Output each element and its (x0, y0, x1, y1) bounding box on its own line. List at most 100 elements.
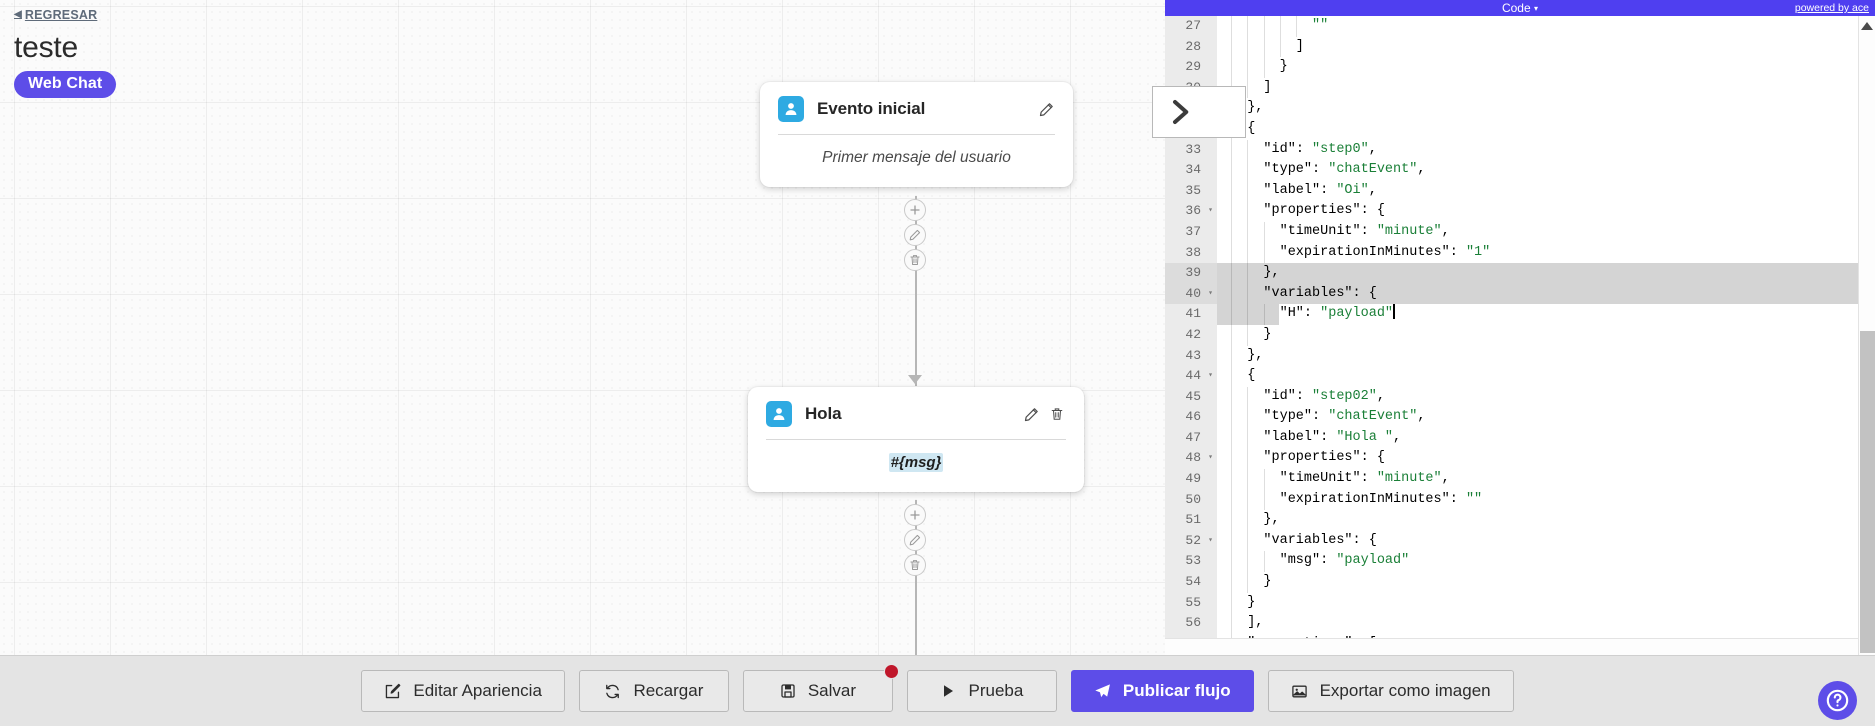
send-icon (1094, 683, 1111, 700)
code-line[interactable]: 43 }, (1165, 345, 1875, 367)
code-vertical-scrollbar[interactable] (1858, 16, 1875, 655)
code-line[interactable]: 38 "expirationInMinutes": "1" (1165, 242, 1875, 264)
code-line[interactable]: 41 "H": "payload" (1165, 304, 1875, 325)
indent-guide (1247, 551, 1249, 573)
code-line[interactable]: 49 "timeUnit": "minute", (1165, 469, 1875, 490)
trash-icon[interactable] (1046, 403, 1068, 425)
code-line[interactable]: 56 ], (1165, 613, 1875, 634)
fold-toggle-icon[interactable]: ▾ (1208, 288, 1213, 298)
code-line-text: "expirationInMinutes": "1" (1217, 242, 1875, 264)
flow-canvas[interactable]: ◀ REGRESAR teste Web Chat Evento inicial (0, 0, 1165, 655)
indent-guide (1231, 510, 1232, 531)
pencil-circle-icon[interactable] (904, 224, 926, 246)
code-line[interactable]: 39 }, (1165, 263, 1875, 284)
code-line[interactable]: 42 } (1165, 324, 1875, 346)
plus-circle-icon[interactable] (904, 504, 926, 526)
code-line[interactable]: 30 ] (1165, 77, 1875, 99)
code-mode-selector[interactable]: Code ▾ (1165, 0, 1875, 16)
code-line[interactable]: 29 } (1165, 57, 1875, 78)
code-line[interactable]: 48▾ "properties": { (1165, 448, 1875, 470)
code-mode-label: Code (1501, 0, 1531, 15)
flow-node-hola[interactable]: Hola #{msg} (748, 387, 1084, 492)
code-line-number: 41 (1165, 304, 1217, 325)
code-line[interactable]: 46 "type": "chatEvent", (1165, 407, 1875, 428)
code-line[interactable]: 51 }, (1165, 510, 1875, 531)
code-line[interactable]: 45 "id": "step02", (1165, 386, 1875, 408)
plus-circle-icon[interactable] (904, 199, 926, 221)
code-fold-widget[interactable] (1152, 86, 1246, 138)
pencil-circle-icon[interactable] (904, 529, 926, 551)
pencil-icon[interactable] (1035, 98, 1057, 120)
node-title: Evento inicial (817, 99, 926, 118)
code-line-text: "msg": "payload" (1217, 551, 1875, 573)
code-line[interactable]: 50 "expirationInMinutes": "" (1165, 489, 1875, 511)
code-line-text: }, (1217, 98, 1875, 119)
connector-arrow (908, 375, 922, 384)
triangle-up-icon[interactable] (1861, 22, 1873, 30)
back-link[interactable]: ◀ REGRESAR (14, 6, 97, 24)
flow-node-evento-inicial[interactable]: Evento inicial Primer mensaje del usuari… (760, 82, 1073, 187)
code-line-number: 44▾ (1165, 366, 1217, 387)
indent-guide (1231, 427, 1232, 449)
code-line-text: "label": "Hola ", (1217, 427, 1875, 449)
test-button[interactable]: Prueba (906, 670, 1057, 712)
indent-guide (1263, 551, 1265, 573)
code-line-number: 36▾ (1165, 201, 1217, 222)
node-divider (766, 439, 1066, 440)
save-button[interactable]: Salvar (742, 664, 899, 712)
export-image-button[interactable]: Exportar como imagen (1267, 670, 1514, 712)
indent-guide (1231, 180, 1232, 202)
pencil-icon[interactable] (1020, 403, 1042, 425)
indent-guide (1231, 386, 1232, 408)
reload-button[interactable]: Recargar (578, 670, 729, 712)
indent-guide (1263, 242, 1265, 264)
code-editor-panel[interactable]: Code ▾ powered by ace 27 ""28 ]29 }30 ]3… (1165, 0, 1875, 655)
indent-guide (1263, 16, 1265, 37)
fold-toggle-icon[interactable]: ▾ (1208, 453, 1213, 463)
code-line[interactable]: 40▾ "variables": { (1165, 283, 1875, 305)
publish-flow-button[interactable]: Publicar flujo (1070, 670, 1254, 712)
code-line[interactable]: 35 "label": "Oi", (1165, 180, 1875, 202)
code-line-number: 38 (1165, 242, 1217, 264)
code-line[interactable]: 28 ] (1165, 36, 1875, 58)
fold-toggle-icon[interactable]: ▾ (1208, 535, 1213, 545)
code-line[interactable]: 53 "msg": "payload" (1165, 551, 1875, 573)
code-line[interactable]: 54 } (1165, 572, 1875, 593)
code-line-text: { (1217, 366, 1875, 387)
code-line-number: 43 (1165, 345, 1217, 367)
indent-guide (1247, 263, 1249, 284)
trash-circle-icon[interactable] (904, 249, 926, 271)
code-line[interactable]: 55 } (1165, 592, 1875, 614)
indent-guide (1231, 283, 1232, 305)
code-line[interactable]: 52▾ "variables": { (1165, 530, 1875, 552)
code-line[interactable]: 34 "type": "chatEvent", (1165, 160, 1875, 181)
ace-credit-link[interactable]: powered by ace (1794, 2, 1869, 14)
fold-toggle-icon[interactable]: ▾ (1208, 371, 1213, 381)
indent-guide (1247, 572, 1249, 593)
trash-circle-icon[interactable] (904, 554, 926, 576)
chevron-right-icon (1173, 100, 1189, 124)
code-line[interactable]: 27 "" (1165, 16, 1875, 37)
code-editor-content[interactable]: 27 ""28 ]29 }30 ]31 },32▾ {33 "id": "ste… (1165, 16, 1875, 655)
fold-toggle-icon[interactable]: ▾ (1208, 206, 1213, 216)
image-icon (1291, 683, 1308, 700)
indent-guide (1231, 613, 1232, 634)
code-line[interactable]: 47 "label": "Hola ", (1165, 427, 1875, 449)
code-line[interactable]: 33 "id": "step0", (1165, 139, 1875, 161)
edit-appearance-button[interactable]: Editar Apariencia (361, 670, 565, 712)
indent-guide (1247, 283, 1249, 305)
help-button[interactable] (1818, 681, 1857, 720)
scrollbar-thumb[interactable] (1860, 331, 1875, 653)
code-line[interactable]: 31 }, (1165, 98, 1875, 119)
code-line[interactable]: 32▾ { (1165, 118, 1875, 140)
code-line[interactable]: 36▾ "properties": { (1165, 201, 1875, 222)
code-line[interactable]: 37 "timeUnit": "minute", (1165, 221, 1875, 243)
indent-guide (1231, 592, 1232, 614)
indent-guide (1231, 160, 1232, 181)
indent-guide (1279, 36, 1281, 58)
code-line-number: 35 (1165, 180, 1217, 202)
node-body: Primer mensaje del usuario (822, 149, 1011, 166)
code-line[interactable]: 44▾ { (1165, 366, 1875, 387)
code-horizontal-scrollbar[interactable] (1165, 638, 1858, 655)
